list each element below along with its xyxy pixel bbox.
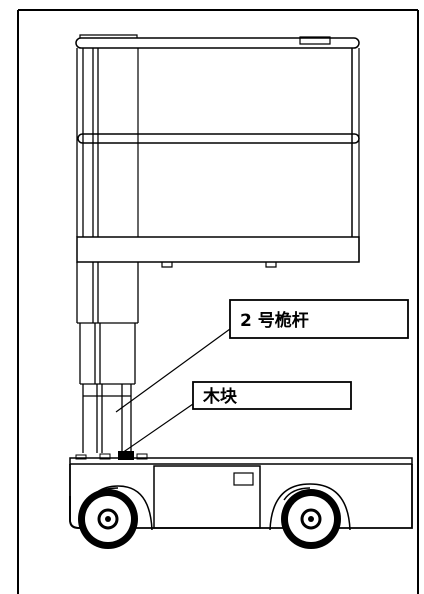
mast-callout-label: 2 号桅杆 [240, 310, 309, 331]
mast-callout: 2 号桅杆 [229, 299, 409, 339]
front-wheel [78, 489, 138, 549]
rear-wheel [281, 489, 341, 549]
page-border [17, 9, 419, 594]
block-callout: 木块 [192, 381, 352, 410]
mast-label-leader [115, 328, 231, 413]
wood-block [118, 451, 134, 460]
block-label-leader [121, 403, 194, 454]
mast-assembly [76, 48, 139, 453]
block-callout-label: 木块 [202, 386, 238, 407]
platform-guardrail [75, 34, 360, 268]
